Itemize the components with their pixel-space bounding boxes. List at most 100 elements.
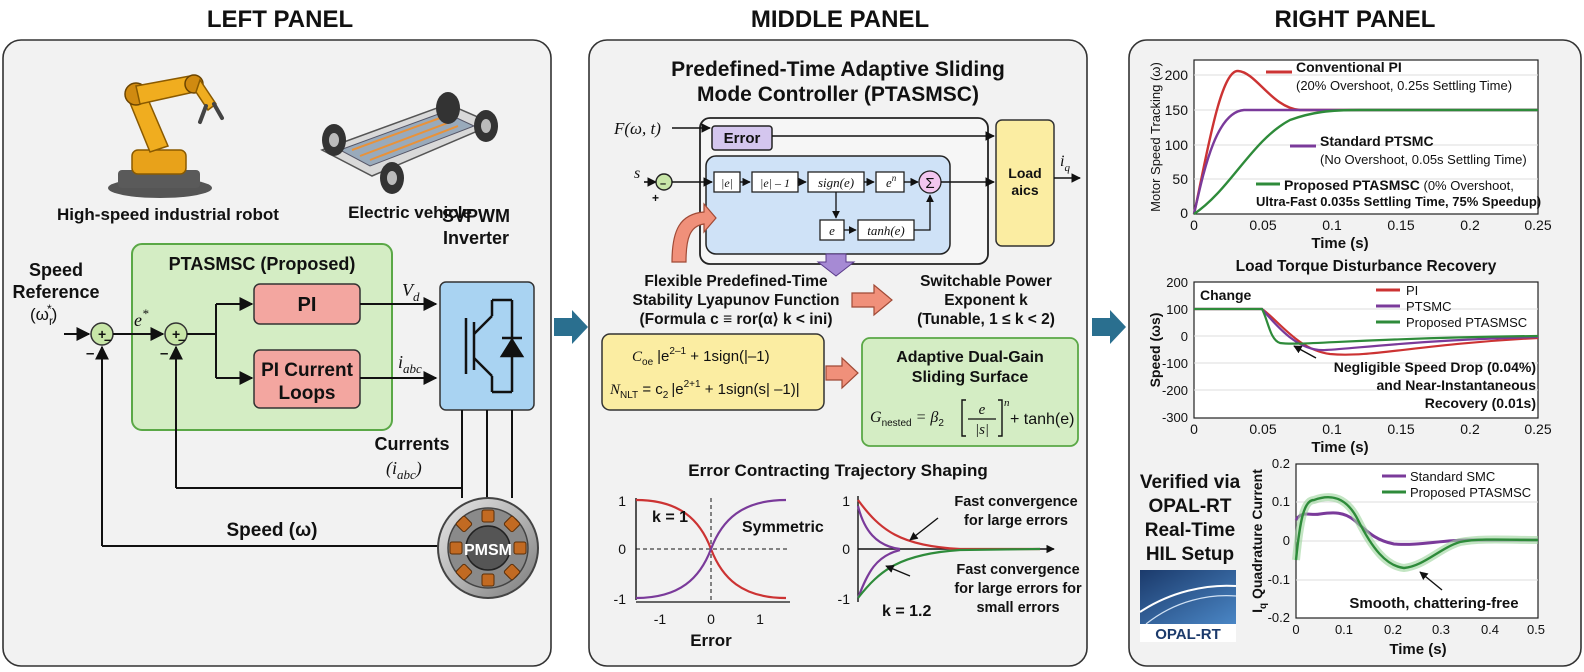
chart3-note: Smooth, chattering-free [1349,595,1518,612]
chart2-ylabel: Speed (ωs) [1147,313,1163,388]
chart3-ytick: -0.2 [1268,610,1290,625]
verified-label: OPAL-RT [1148,496,1231,517]
chart2-note: and Near-Instantaneous [1377,377,1537,393]
chart1-ytick: 100 [1165,137,1189,153]
pi-current-label: Loops [279,383,336,404]
chart2-ytick: -100 [1162,356,1188,371]
svg-text:–: – [178,331,186,347]
chart1-xlabel: Time (s) [1311,235,1368,252]
chart2-note: Recovery (0.01s) [1425,395,1536,411]
chart3-xtick: 0 [1292,622,1299,637]
currents-symbol: (iabc) [386,458,422,482]
curved-arrow-icon [671,202,717,263]
ev-label: Electric vehicle [348,203,472,222]
k12-label: k = 1.2 [882,603,931,620]
plus-sign: + [652,191,659,205]
y-tick: 0 [842,541,850,557]
speed-reference-symbol: (ωr*) [30,302,57,328]
chart1-proposed-note: Ultra-Fast 0.035s Settling Time, 75% Spe… [1256,194,1541,209]
chart1-ylabel: Motor Speed Tracking (ω) [1148,62,1163,212]
chart2-ytick: 100 [1166,302,1188,317]
chart2-xtick: 0.05 [1249,421,1276,437]
opal-rt-logo-text: OPAL-RT [1155,626,1221,643]
chart3-xtick: 0.5 [1527,622,1545,637]
minus-sign: – [160,345,168,362]
speed-tracking-chart [1192,59,1539,215]
pmsm-label: PMSM [464,542,512,559]
x-tick: 1 [756,611,764,627]
chart2-ytick: -300 [1162,410,1188,425]
equation-2: NNLT = c2|e2+1 + 1sign(s| –1)| [609,379,800,401]
chart1-ptsmc-title: Standard PTSMC [1320,133,1434,149]
chart1-xtick: 0.2 [1460,217,1480,233]
chart3-ytick: -0.1 [1268,572,1290,587]
load-block [995,119,1055,247]
y-tick: 1 [618,493,626,509]
controller-title: Mode Controller (PTASMSC) [697,83,979,106]
svg-text:+: + [98,326,106,342]
surface-tail: + tanh(e) [1010,411,1074,428]
chart2-ytick: 200 [1166,275,1188,290]
shaping-title: Error Contracting Trajectory Shaping [688,461,987,480]
arrow-right-icon [851,283,893,317]
chart2-note: Negligible Speed Drop (0.04%) [1334,359,1536,375]
pi-series-line [1192,69,1538,215]
chart2-legend-ptsmc: PTSMC [1406,299,1452,314]
chart1-xtick: 0.25 [1524,217,1551,233]
chart3-ytick: 0.2 [1272,456,1290,471]
left-panel-title: LEFT PANEL [206,6,354,33]
currents-label: Currents [374,434,449,454]
flow-arrow-icon [1092,310,1126,344]
s-input-label: s [634,165,640,182]
industrial-robot-icon [108,74,224,198]
chart3-legend-smc: Standard SMC [1410,469,1495,484]
sliding-surface-equation: Gnested = β2 [870,409,944,429]
e-block-label: e [829,223,835,238]
x-tick: -1 [654,611,667,627]
lyapunov-formula: (Formula c ≡ ror(α⟩ k < ini) [640,311,833,328]
robot-label: High-speed industrial robot [57,205,279,224]
chart1-ptsmc-note: (No Overshoot, 0.05s Settling Time) [1320,152,1527,167]
load-label: Load [1008,165,1041,181]
iabc-label: iabc [398,352,422,376]
verified-label: Verified via [1140,472,1241,493]
chart2-ytick: -200 [1162,383,1188,398]
sliding-surface-title: Sliding Surface [912,369,1029,386]
chart1-pi-note: (20% Overshoot, 0.25s Settling Time) [1296,78,1512,93]
verified-label: Real-Time [1145,520,1235,541]
minus-sign: – [86,345,94,362]
flow-arrow-icon [554,310,588,344]
pmsm-motor-icon [437,497,539,599]
chart2-xtick: 0.2 [1460,421,1480,437]
power-exponent-range: (Tunable, 1 ≤ k < 2) [917,311,1055,328]
proposed-series-line [1193,108,1538,215]
chart1-ytick: 50 [1172,171,1188,187]
chart2-ytick: 0 [1181,329,1188,344]
equation-box [601,333,825,411]
chart3-ytick: 0 [1283,533,1290,548]
sliding-surface-box [861,337,1079,447]
f-input-label: F(ω, t) [613,119,661,138]
chart1-xtick: 0 [1190,217,1198,233]
igbt-icon [464,298,525,394]
chart3-xtick: 0.1 [1335,622,1353,637]
purple-trajectory [635,498,787,600]
electric-vehicle-icon [320,92,498,194]
svpwm-label: Inverter [443,228,509,248]
chart2-legend-proposed: Proposed PTASMSC [1406,315,1527,330]
error-block-label: Error [724,130,761,147]
svg-text:+: + [172,326,180,342]
chart2-change-label: Change [1200,287,1252,303]
svg-text:Σ: Σ [925,175,934,192]
sum-junction-middle: – [655,173,673,191]
power-label: en [886,173,897,190]
chart3-xtick: 0.3 [1432,622,1450,637]
abs-e-label: |e| [721,176,733,190]
vd-label: Vd [402,280,420,304]
svg-text:–: – [660,178,666,190]
summing-junction-1: + – [90,322,114,347]
error-reference-label: e* [134,306,149,330]
quadrature-current-chart [1292,463,1539,619]
chart1-xtick: 0.15 [1387,217,1414,233]
